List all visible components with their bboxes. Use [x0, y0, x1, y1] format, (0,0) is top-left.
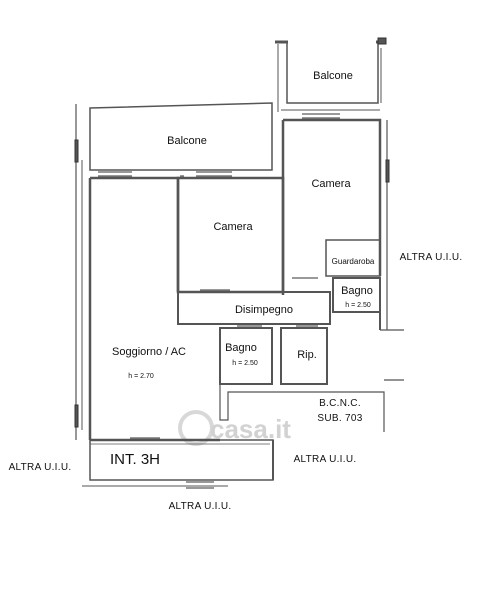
- label-altra-uiu-right: ALTRA U.I.U.: [400, 252, 463, 263]
- label-disimpegno: Disimpegno: [235, 304, 293, 316]
- label-soggiorno: Soggiorno / AC: [112, 346, 186, 358]
- label-camera-right: Camera: [311, 178, 351, 190]
- label-soggiorno-height: h = 2.70: [128, 373, 154, 380]
- label-camera-center: Camera: [213, 221, 253, 233]
- annotations: ALTRA U.I.U. ALTRA U.I.U. ALTRA U.I.U. A…: [9, 252, 463, 512]
- label-ripostiglio: Rip.: [297, 349, 317, 361]
- label-guardaroba: Guardaroba: [332, 257, 375, 266]
- room-labels: Balcone Balcone Camera Camera Guardaroba…: [112, 70, 375, 380]
- label-altra-uiu-left: ALTRA U.I.U.: [9, 462, 72, 473]
- label-unit: INT. 3H: [110, 451, 160, 468]
- watermark-text: casa.it: [210, 414, 291, 444]
- label-balcone-top: Balcone: [313, 70, 353, 82]
- label-bagno-right-height: h = 2.50: [345, 302, 371, 309]
- label-sub: SUB. 703: [317, 413, 362, 424]
- openings: [74, 37, 390, 489]
- label-bagno-center-height: h = 2.50: [232, 360, 258, 367]
- label-altra-uiu-bottom: ALTRA U.I.U.: [169, 501, 232, 512]
- label-bagno-center: Bagno: [225, 342, 257, 354]
- label-bcnc: B.C.N.C.: [319, 398, 361, 409]
- label-balcone-main: Balcone: [167, 135, 207, 147]
- walls: [75, 40, 404, 487]
- label-bagno-right: Bagno: [341, 285, 373, 297]
- label-altra-uiu-bottom-right: ALTRA U.I.U.: [294, 454, 357, 465]
